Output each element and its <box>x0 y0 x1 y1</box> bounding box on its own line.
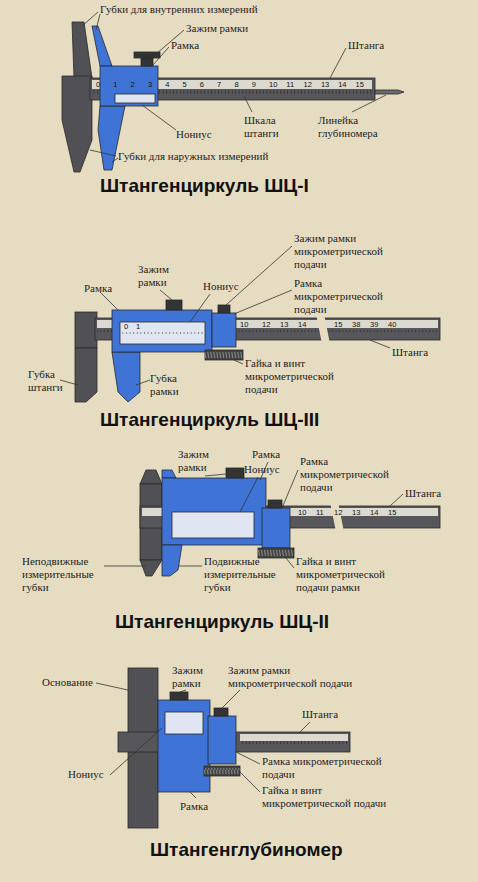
scale-number: 1 <box>113 81 117 89</box>
scale-number: 10 <box>240 321 248 329</box>
part-label: Шкала штанги <box>244 114 306 140</box>
part-label: Гайка и винт микрометрической подачи <box>262 784 402 810</box>
scale-number: 8 <box>234 81 238 89</box>
scale-number: 12 <box>262 321 270 329</box>
part-label: Подвижные измерительные губки <box>204 555 289 595</box>
part-label: Нониус <box>203 280 239 293</box>
scale-number: 3 <box>148 81 152 89</box>
part-label: Нониус <box>68 768 104 781</box>
part-label: Зажим рамки <box>178 448 218 474</box>
part-label: Рамка микрометрической подачи <box>262 755 402 781</box>
part-label: Зажим рамки микрометрической подачи <box>294 232 402 272</box>
scale-number: 10 <box>269 81 277 89</box>
part-label: Губка штанги <box>28 368 73 394</box>
part-label: Рамка микрометрической подачи <box>294 277 406 317</box>
scale-number: 11 <box>286 81 294 89</box>
part-label: Нониус <box>244 463 280 476</box>
part-label: Нониус <box>176 128 212 141</box>
part-label: Штанга <box>405 487 441 500</box>
part-label: Зажим рамки микрометрической подачи <box>228 664 368 690</box>
part-label: Штанга <box>392 346 428 359</box>
part-label: Штанга <box>302 708 338 721</box>
part-label: Гайка и винт микрометрической подачи рам… <box>296 555 416 595</box>
part-label: Рамка микрометрической подачи <box>300 455 412 495</box>
part-label: Штанга <box>348 39 384 52</box>
part-label: Гайка и винт микрометрической подачи <box>245 357 357 397</box>
scale-number: 4 <box>165 81 169 89</box>
scale-number: 12 <box>304 81 312 89</box>
scale-number: 9 <box>252 81 256 89</box>
scale-number: 15 <box>356 81 364 89</box>
scale-number: 5 <box>183 81 187 89</box>
scale-number: 13 <box>321 81 329 89</box>
figure-caption: Штангенциркуль ШЦ-II <box>115 612 329 633</box>
scale-number: 13 <box>280 321 288 329</box>
figure-caption: Штангенциркуль ШЦ-III <box>100 410 319 431</box>
part-label: Зажим рамки <box>138 263 178 289</box>
part-label: Неподвижные измерительные губки <box>22 555 104 595</box>
scale-number: 0 <box>124 323 128 331</box>
part-label: Рамка <box>84 282 112 295</box>
part-label: Губка рамки <box>150 372 195 398</box>
scale-number: 2 <box>131 81 135 89</box>
scale-number: 14 <box>338 81 346 89</box>
scale-number: 0 <box>96 81 100 89</box>
scale-number: 7 <box>217 81 221 89</box>
scale-number: 38 <box>352 321 360 329</box>
leader-lines <box>60 12 403 798</box>
part-label: Основание <box>42 676 93 689</box>
scale-number: 13 <box>352 509 360 517</box>
part-label: Зажим рамки <box>172 664 212 690</box>
scale-number: 15 <box>388 509 396 517</box>
part-label: Рамка <box>252 448 280 461</box>
part-label: Зажим рамки <box>186 22 248 35</box>
scale-number: 12 <box>334 509 342 517</box>
scale-number: 1 <box>136 323 140 331</box>
part-label: Линейка глубиномера <box>318 114 392 140</box>
scale-number: 14 <box>298 321 306 329</box>
part-label: Губки для наружных измерений <box>118 150 268 163</box>
scale-number: 14 <box>370 509 378 517</box>
figure-caption: Штангенглубиномер <box>150 840 343 861</box>
scale-number: 6 <box>200 81 204 89</box>
part-label: Рамка <box>171 39 199 52</box>
scale-number: 40 <box>388 321 396 329</box>
part-label: Рамка <box>180 800 208 813</box>
scale-number: 10 <box>298 509 306 517</box>
part-label: Губки для внутренних измерений <box>100 3 258 16</box>
figure-caption: Штангенциркуль ШЦ-I <box>100 176 309 197</box>
scale-number: 39 <box>370 321 378 329</box>
scale-number: 11 <box>316 509 324 517</box>
scale-number: 15 <box>334 321 342 329</box>
